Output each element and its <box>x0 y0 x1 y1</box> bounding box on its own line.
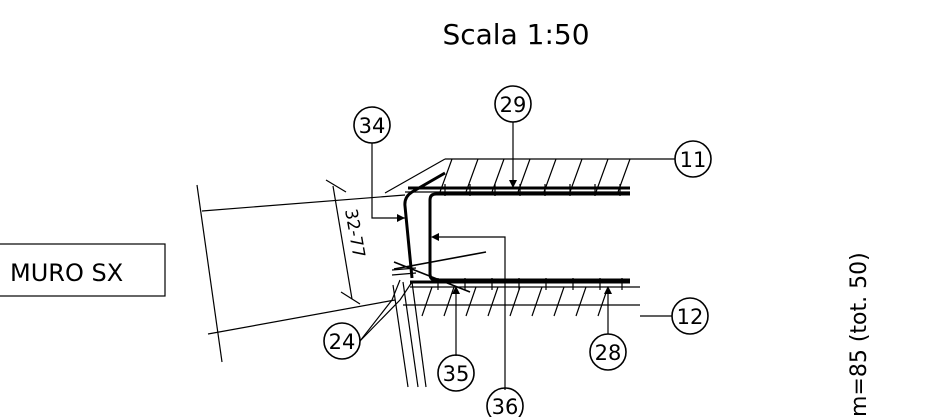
marker-29: 29 <box>494 85 532 123</box>
marker-24: 24 <box>323 322 361 360</box>
marker-11: 11 <box>674 140 712 178</box>
svg-text:28: 28 <box>595 341 622 365</box>
svg-text:24: 24 <box>329 330 356 354</box>
svg-text:34: 34 <box>359 114 386 138</box>
wall-label: MURO SX <box>10 259 123 287</box>
svg-text:35: 35 <box>443 362 470 386</box>
side-note: m=85 (tot. 50) <box>847 252 872 417</box>
svg-text:11: 11 <box>680 148 707 172</box>
marker-34: 34 <box>353 106 391 144</box>
marker-36: 36 <box>486 387 524 417</box>
wall-label-box <box>0 243 166 297</box>
leader-lines <box>359 122 672 390</box>
scale-title: Scala 1:50 <box>442 18 589 51</box>
svg-text:36: 36 <box>492 395 519 417</box>
reinforcement <box>391 171 640 293</box>
marker-35: 35 <box>437 354 475 392</box>
svg-text:29: 29 <box>500 93 527 117</box>
marker-12: 12 <box>671 297 709 335</box>
svg-text:12: 12 <box>677 305 704 329</box>
marker-28: 28 <box>589 333 627 371</box>
wall-outline <box>196 184 427 388</box>
